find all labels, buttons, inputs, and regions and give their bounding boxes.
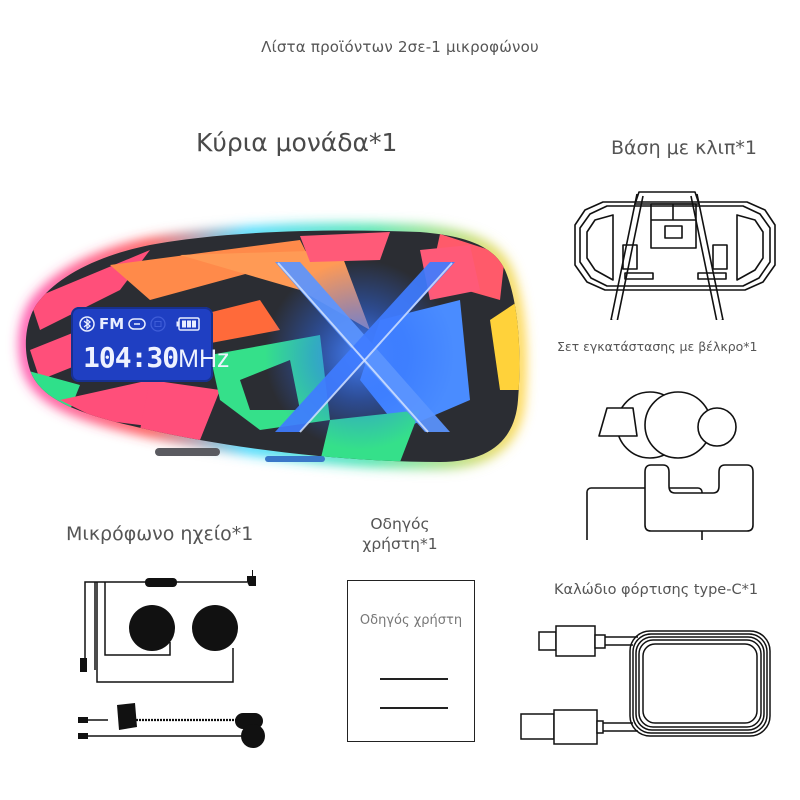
mic-speaker-label: Μικρόφωνο ηχείο*1 <box>66 523 254 545</box>
frequency-unit: MHz <box>178 345 230 373</box>
frequency-value: 104:30 <box>83 341 179 374</box>
camera-icon <box>150 316 166 332</box>
mic-speaker-icon <box>78 570 265 748</box>
manual-divider <box>380 678 448 680</box>
page-title: Λίστα προϊόντων 2σε-1 μικροφώνου <box>261 38 539 56</box>
frequency-readout: 104:30MHz <box>83 341 230 374</box>
link-icon <box>128 317 146 331</box>
charging-cable-label: Καλώδιο φόρτισης type-C*1 <box>554 582 759 598</box>
user-manual-cover-text: Οδηγός χρήστη <box>359 613 463 628</box>
user-manual-label-line2: χρήστη*1 <box>362 535 438 553</box>
clip-mount-icon <box>574 191 776 320</box>
velcro-kit-label: Σετ εγκατάστασης με βέλκρο*1 <box>557 339 758 354</box>
fm-indicator: FM <box>99 315 125 333</box>
lcd-status-row: FM <box>79 315 200 333</box>
bluetooth-icon <box>79 316 95 332</box>
user-manual-label-line1: Οδηγός <box>370 515 430 533</box>
manual-divider <box>380 707 448 709</box>
clip-mount-label: Βάση με κλιπ*1 <box>611 137 757 159</box>
user-manual-icon: Οδηγός χρήστη <box>347 580 475 742</box>
main-unit-label: Κύρια μονάδα*1 <box>196 128 398 157</box>
velcro-kit-icon <box>586 391 754 540</box>
user-manual-label: Οδηγός χρήστη*1 <box>340 514 460 554</box>
usb-c-cable-icon <box>520 625 771 745</box>
battery-icon <box>176 317 200 331</box>
lcd-display: FM 104:30MHz <box>71 307 230 382</box>
